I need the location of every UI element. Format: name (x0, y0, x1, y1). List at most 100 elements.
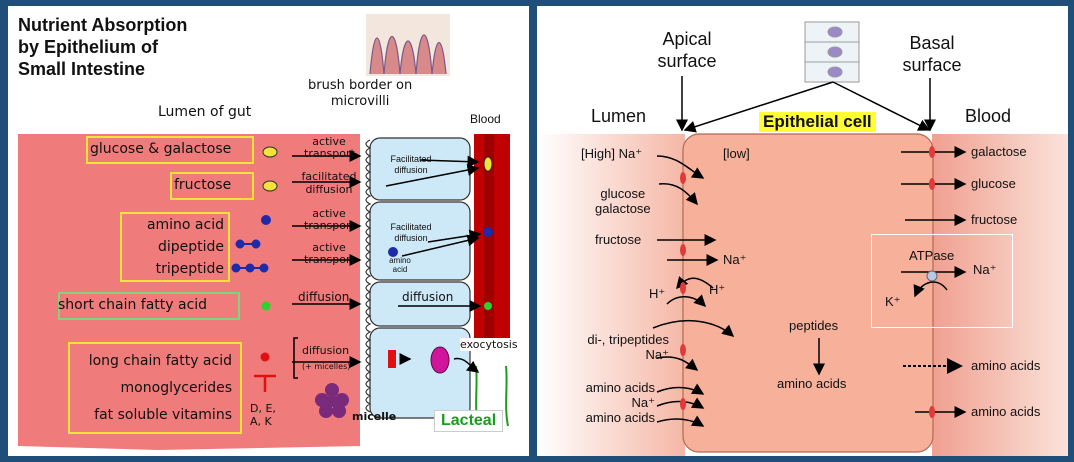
basal-surface-label: Basal surface (899, 32, 965, 76)
exocytosis-label: exocytosis (460, 338, 518, 351)
na-blood-label: Na⁺ (973, 262, 997, 277)
cell-acid-word: acid (392, 265, 408, 274)
atpase-label: ATPase (909, 248, 955, 263)
brush-border-line-2: microvilli (330, 94, 390, 109)
atpase-pump (926, 270, 938, 282)
fructose-molecule (262, 180, 278, 192)
brush-border-label: brush border on microvilli (308, 78, 412, 110)
lumen-region (537, 134, 685, 456)
transport-word-3: transport (304, 253, 355, 266)
amino-acid-label: amino acid (146, 217, 224, 233)
micelles-note: (+ micelles) (302, 362, 351, 371)
fructose-box (170, 172, 254, 200)
cell-facilitated-label-1: Facilitated diffusion (380, 154, 442, 176)
na-peptide-word: Na⁺ (645, 347, 669, 362)
cell-diffusion-label: diffusion (402, 290, 454, 304)
monoglyceride-mark (254, 374, 276, 392)
facilitated-diffusion-label: facilitated diffusion (298, 170, 360, 196)
left-title-line-2: by Epithelium of (18, 37, 159, 57)
right-blood-label: Blood (965, 106, 1012, 126)
villus-photo (366, 14, 450, 76)
chylomicron (430, 346, 450, 374)
active-word: active (312, 135, 346, 148)
amino-group-labels: amino acid dipeptide tripeptide (126, 214, 224, 280)
left-title-line-1: Nutrient Absorption (18, 15, 188, 35)
glucose-out-label: glucose (971, 176, 1016, 191)
scfa-molecule (261, 301, 271, 311)
di-tripeptides-word: di-, tripeptides (587, 332, 669, 347)
amino-acids-in-word-1: amino acids (585, 380, 655, 395)
h-lumen-label: H⁺ (649, 286, 666, 301)
cell-amino-acid-label: amino acid (388, 256, 412, 274)
glucose-in-word: glucose (600, 186, 646, 201)
left-blood-label: Blood (470, 112, 501, 126)
lumen-of-gut-label: Lumen of gut (158, 104, 252, 120)
epithelial-transport-panel: Apical surface Basal surface Lumen Epith… (537, 6, 1068, 456)
cell-facilitated-word-2: Facilitated (390, 222, 432, 232)
k-label: K⁺ (885, 294, 901, 309)
microvilli (365, 139, 372, 413)
transport-word: transport (304, 147, 355, 160)
cell-amino-word: amino (389, 256, 411, 265)
glucose-galactose-label: glucose & galactose (90, 141, 232, 157)
apical-surface-word: surface (657, 51, 717, 71)
fat-soluble-vitamins-label: fat soluble vitamins (94, 407, 232, 423)
tripeptide-label: tripeptide (155, 261, 224, 277)
glucose-galactose-in-label: glucose galactose (595, 186, 651, 216)
active-word-2: active (312, 207, 346, 220)
amino-acids-out-label-2: amino acids (971, 404, 1041, 419)
lipid-group-labels: long chain fatty acid monoglycerides fat… (72, 348, 232, 429)
monoglycerides-label: monoglycerides (120, 380, 232, 396)
h-cell-label: H⁺ (709, 282, 726, 297)
intestine-absorption-panel: Nutrient Absorption by Epithelium of Sma… (8, 6, 529, 456)
atpase-box (871, 234, 1013, 328)
long-chain-fatty-acid-label: long chain fatty acid (88, 353, 232, 369)
apical-word: Apical (662, 29, 712, 49)
glucose-box (86, 136, 254, 164)
micelle-label: micelle (352, 410, 397, 423)
basal-surface-word: surface (902, 55, 962, 75)
lipid-box (68, 342, 242, 434)
di-tripeptides-na-label: di-, tripeptides Na⁺ (571, 332, 669, 362)
cell-photo (804, 21, 860, 83)
micelle-cluster (315, 383, 349, 418)
basal-word: Basal (909, 33, 955, 53)
left-diagram-graphics (18, 14, 510, 450)
na-amino-word: Na⁺ (631, 395, 655, 410)
facilitated-word: facilitated (301, 170, 357, 183)
lipid-diffusion-label: diffusion (302, 344, 350, 357)
scfa-label: short chain fatty acid (58, 297, 208, 313)
active-transport-label-1: active transport (304, 135, 355, 160)
cell-diffusion-word: diffusion (394, 165, 428, 175)
left-title: Nutrient Absorption by Epithelium of Sma… (18, 14, 187, 80)
fructose-out-label: fructose (971, 212, 1018, 227)
fructose-in-label: fructose (595, 232, 642, 247)
scfa-diffusion-label: diffusion (298, 290, 350, 304)
high-na-label: [High] Na⁺ (581, 146, 643, 161)
low-label: [low] (723, 146, 750, 161)
cell-facilitated-word: Facilitated (390, 154, 432, 164)
vitamin-letters-line-1: D, E, (250, 402, 276, 415)
galactose-in-word: galactose (595, 201, 651, 216)
right-diagram-graphics (537, 21, 1068, 456)
diffusion-word: diffusion (305, 183, 353, 196)
brush-border-line-1: brush border on (308, 78, 413, 93)
lumen-label: Lumen (591, 106, 647, 126)
fructose-label: fructose (174, 177, 232, 193)
amino-acids-na-label: amino acids Na⁺ amino acids (571, 380, 655, 425)
cell-diffusion-word-2: diffusion (394, 233, 428, 243)
lacteal-label: Lacteal (434, 410, 504, 432)
vitamin-letters-line-2: A, K (250, 415, 272, 428)
vitamin-letters: D, E, A, K (250, 402, 276, 428)
amino-molecules (231, 215, 493, 273)
glucose-molecule (262, 146, 278, 158)
cell-facilitated-label-2: Facilitated diffusion (380, 222, 442, 244)
left-title-line-3: Small Intestine (18, 59, 146, 79)
active-transport-label-3: active transport (304, 241, 355, 266)
amino-acids-out-label-1: amino acids (971, 358, 1041, 373)
active-transport-label-2: active transport (304, 207, 355, 232)
lipid-molecule (260, 352, 270, 362)
amino-box (120, 212, 230, 282)
peptides-label: peptides (789, 318, 839, 333)
active-word-3: active (312, 241, 346, 254)
